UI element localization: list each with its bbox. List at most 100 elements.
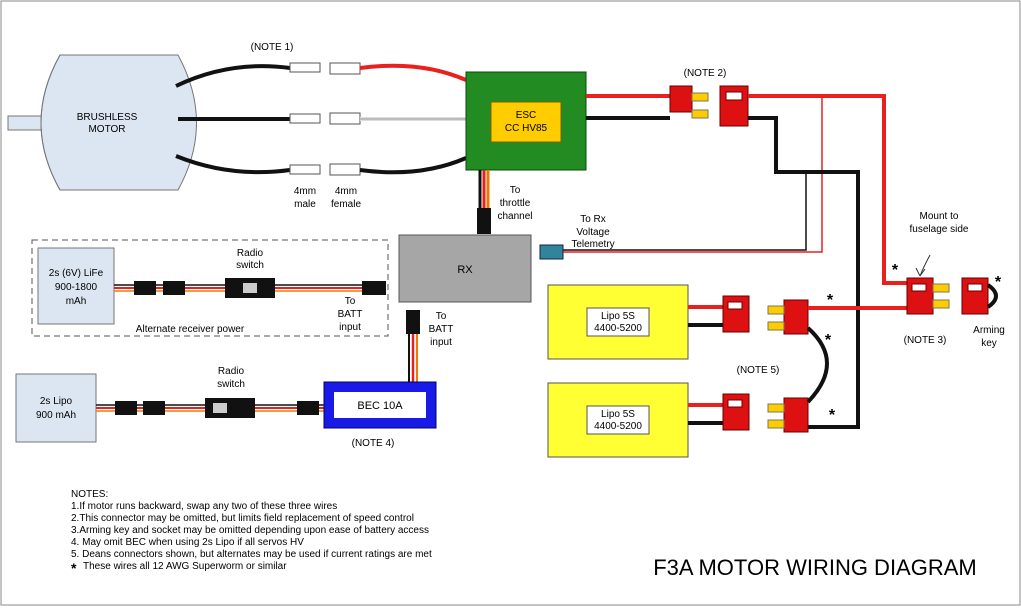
lipo-small-line2: 900 mAh xyxy=(36,410,76,421)
motor-label-line1: BRUSHLESS xyxy=(77,112,138,123)
alternate-power-frame xyxy=(31,239,389,337)
asterisk-1: * xyxy=(892,262,899,279)
wire-asterisks: * * * * * xyxy=(825,262,1002,424)
arming-key-loop xyxy=(986,283,998,309)
male-bullet-2 xyxy=(289,113,321,124)
lipo-pack-2-line2: 4400-5200 xyxy=(594,421,642,432)
life-battery xyxy=(37,247,115,325)
receiver-label: RX xyxy=(457,264,473,276)
batt1-label-c: input xyxy=(339,322,361,333)
life-battery-line1: 2s (6V) LiFe xyxy=(49,268,104,279)
radio-switch-2-toggle xyxy=(213,403,227,413)
lipo-pack-1-body xyxy=(547,284,689,360)
radio-switch-2-label-a: Radio xyxy=(218,366,245,377)
life-battery-line2: 900-1800 xyxy=(55,282,98,293)
female-bullet-1 xyxy=(329,62,361,75)
note-line-4: 4. May omit BEC when using 2s Lipo if al… xyxy=(71,537,304,548)
note2-label: (NOTE 2) xyxy=(684,68,727,79)
asterisk-note-symbol: * xyxy=(71,560,77,576)
arming-assembly: Mount to fuselage side (NOTE 3) Arming k… xyxy=(904,211,1005,349)
esc-label-line1: ESC xyxy=(516,110,537,121)
motor-phase-wires: (NOTE 1) 4mm male 4mm female xyxy=(175,42,467,210)
note2-connector: (NOTE 2) xyxy=(669,68,749,127)
batt2-label-b: BATT xyxy=(429,324,454,335)
female-label-1: 4mm xyxy=(335,186,357,197)
male-bullet-1 xyxy=(289,62,321,73)
bec-lead: To BATT input xyxy=(406,310,453,382)
lipo-pack-2-line1: Lipo 5S xyxy=(601,409,635,420)
telemetry-connector xyxy=(539,244,564,260)
motor-face-edge xyxy=(40,54,61,191)
notes-block: NOTES: 1.If motor runs backward, swap an… xyxy=(71,489,432,576)
throttle-label-3: channel xyxy=(497,211,532,222)
lipo-pack-1: Lipo 5S 4400-5200 xyxy=(547,284,723,360)
note-line-1: 1.If motor runs backward, swap any two o… xyxy=(71,501,337,512)
bec-plug xyxy=(406,310,420,334)
lipo-pack-2-label-box xyxy=(586,405,650,435)
life-battery-line3: mAh xyxy=(66,296,87,307)
lead-plug-b xyxy=(163,281,185,295)
female-bullet-3 xyxy=(329,163,361,176)
motor-shaft xyxy=(7,115,43,131)
note5-label: (NOTE 5) xyxy=(737,365,780,376)
lead-plug-c xyxy=(115,401,137,415)
arming-label-2: key xyxy=(981,338,997,349)
telemetry-label-1: To Rx xyxy=(580,214,606,225)
asterisk-3: * xyxy=(827,292,834,309)
throttle-label-1: To xyxy=(510,185,521,196)
mount-label-1: Mount to xyxy=(920,211,959,222)
receiver-body xyxy=(398,234,532,303)
batt1-label-b: BATT xyxy=(338,309,363,320)
note1-label: (NOTE 1) xyxy=(251,42,294,53)
arming-socket xyxy=(906,277,934,315)
asterisk-5: * xyxy=(829,407,836,424)
male-bullet-3 xyxy=(289,164,321,175)
female-bullet-2 xyxy=(329,112,361,125)
lipo-small-line1: 2s Lipo xyxy=(40,396,73,407)
note-line-3: 3.Arming key and socket may be omitted d… xyxy=(71,525,429,536)
lead-plug-d xyxy=(143,401,165,415)
receiver: RX xyxy=(398,234,532,303)
arming-key xyxy=(961,277,989,315)
mount-label-2: fuselage side xyxy=(910,224,969,235)
radio-switch-2-label-b: switch xyxy=(217,379,245,390)
alt-power-label: Alternate receiver power xyxy=(136,324,245,335)
radio-switch-2 xyxy=(205,398,255,418)
male-label-2: male xyxy=(294,199,316,210)
throttle-lead: To throttle channel xyxy=(477,170,533,234)
alternate-power-group: 2s (6V) LiFe 900-1800 mAh Radio switch T… xyxy=(31,239,389,337)
batt-plug-1 xyxy=(362,281,386,295)
asterisk-4: * xyxy=(825,332,832,349)
note3-label: (NOTE 3) xyxy=(904,335,947,346)
lead-plug-e xyxy=(297,401,319,415)
power-bus xyxy=(563,94,908,429)
telemetry-plug: To Rx Voltage Telemetry xyxy=(539,214,615,260)
lipo-pack-1-line1: Lipo 5S xyxy=(601,311,635,322)
bec-power-group: 2s Lipo 900 mAh Radio switch BEC 10A (NO… xyxy=(15,366,437,449)
male-label-1: 4mm xyxy=(294,186,316,197)
esc: ESC CC HV85 xyxy=(465,71,587,171)
motor: BRUSHLESS MOTOR xyxy=(7,54,197,191)
throttle-plug xyxy=(477,208,491,234)
notes-heading: NOTES: xyxy=(71,489,108,500)
radio-switch-1-label-a: Radio xyxy=(237,248,264,259)
lipo-small xyxy=(15,373,97,443)
esc-label-box xyxy=(490,101,562,143)
batt2-label-a: To xyxy=(436,311,447,322)
note-line-2: 2.This connector may be omitted, but lim… xyxy=(71,513,414,524)
telemetry-label-2: Voltage xyxy=(576,227,610,238)
throttle-label-2: throttle xyxy=(500,198,531,209)
pack-connectors: (NOTE 5) xyxy=(722,295,908,433)
diagram-title: F3A MOTOR WIRING DIAGRAM xyxy=(653,555,977,580)
motor-label-line2: MOTOR xyxy=(88,124,125,135)
radio-switch-1-label-b: switch xyxy=(236,260,264,271)
batt2-label-c: input xyxy=(430,337,452,348)
radio-switch-1-toggle xyxy=(243,283,257,293)
batt1-label-a: To xyxy=(345,296,356,307)
bec-label: BEC 10A xyxy=(357,400,403,412)
bec-label-box xyxy=(334,392,426,418)
esc-power-leads xyxy=(586,94,670,120)
note4-label: (NOTE 4) xyxy=(352,438,395,449)
